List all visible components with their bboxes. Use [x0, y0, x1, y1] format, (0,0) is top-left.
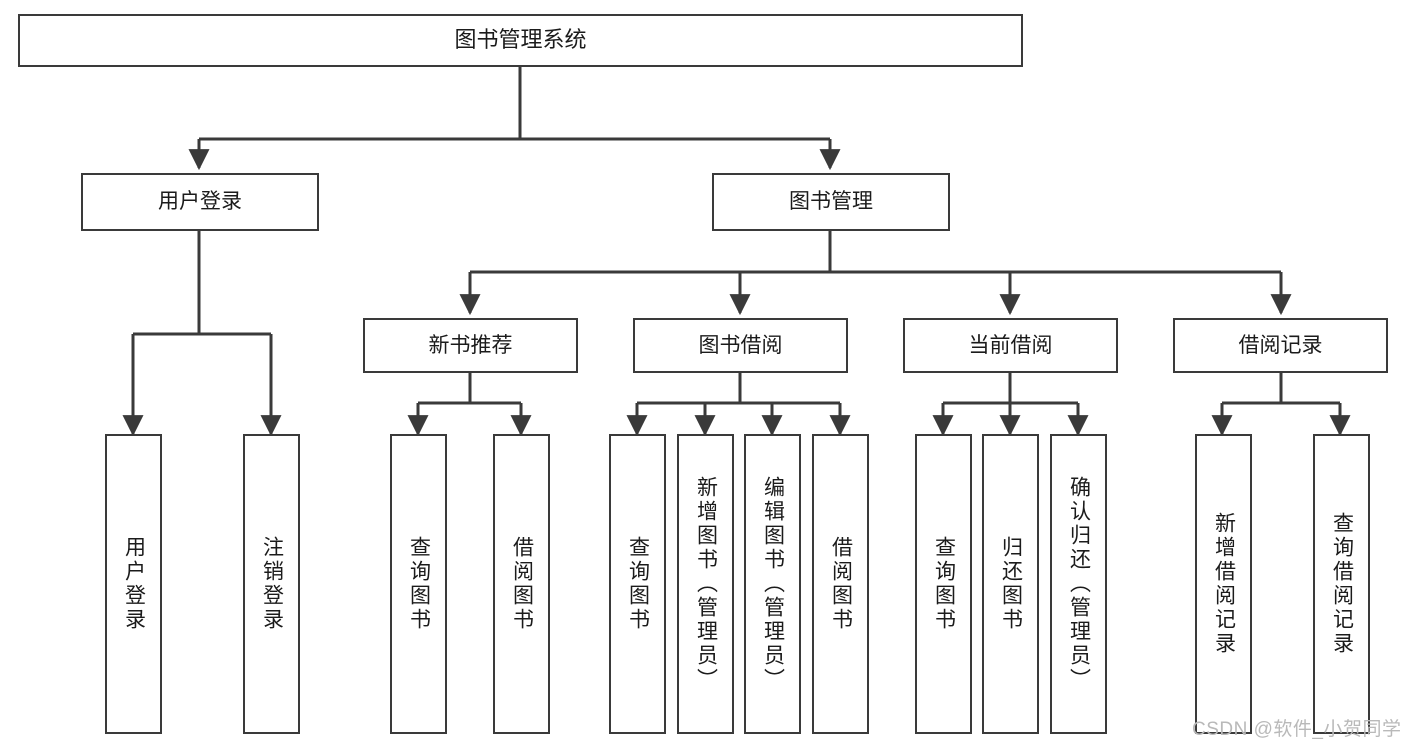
node-borrow-record-label: 借阅记录	[1238, 333, 1323, 357]
node-current-borrow[interactable]: 当前借阅	[903, 318, 1118, 373]
leaf-current-borrow-1-label: 归还图书	[999, 536, 1023, 632]
node-user-login-label: 用户登录	[158, 190, 242, 214]
leaf-borrow-record-1-label: 查询借阅记录	[1330, 512, 1354, 656]
leaf-borrow-book-2[interactable]: 编辑图书（管理员）	[744, 434, 801, 734]
leaf-user-login-0-label: 用户登录	[122, 536, 146, 632]
leaf-borrow-book-3[interactable]: 借阅图书	[812, 434, 869, 734]
leaf-user-login-0[interactable]: 用户登录	[105, 434, 162, 734]
node-book-borrow-label: 图书借阅	[698, 333, 783, 357]
leaf-current-borrow-2-label: 确认归还（管理员）	[1067, 476, 1091, 692]
leaf-current-borrow-2[interactable]: 确认归还（管理员）	[1050, 434, 1107, 734]
leaf-borrow-record-1[interactable]: 查询借阅记录	[1313, 434, 1370, 734]
leaf-borrow-book-0-label: 查询图书	[626, 536, 650, 632]
leaf-borrow-book-2-label: 编辑图书（管理员）	[761, 476, 785, 692]
node-book-management-label: 图书管理	[789, 190, 873, 214]
leaf-user-login-1[interactable]: 注销登录	[243, 434, 300, 734]
node-borrow-record[interactable]: 借阅记录	[1173, 318, 1388, 373]
node-root[interactable]: 图书管理系统	[18, 14, 1023, 67]
leaf-new-book-0[interactable]: 查询图书	[390, 434, 447, 734]
leaf-current-borrow-1[interactable]: 归还图书	[982, 434, 1039, 734]
leaf-borrow-book-3-label: 借阅图书	[829, 536, 853, 632]
node-user-login[interactable]: 用户登录	[81, 173, 319, 231]
node-book-borrow[interactable]: 图书借阅	[633, 318, 848, 373]
node-new-book-recommend[interactable]: 新书推荐	[363, 318, 578, 373]
leaf-borrow-book-1[interactable]: 新增图书（管理员）	[677, 434, 734, 734]
leaf-user-login-1-label: 注销登录	[260, 536, 284, 632]
leaf-borrow-book-1-label: 新增图书（管理员）	[694, 476, 718, 692]
leaf-current-borrow-0[interactable]: 查询图书	[915, 434, 972, 734]
node-new-book-recommend-label: 新书推荐	[428, 333, 513, 357]
node-current-borrow-label: 当前借阅	[968, 333, 1053, 357]
leaf-borrow-record-0-label: 新增借阅记录	[1212, 512, 1236, 656]
node-root-label: 图书管理系统	[454, 27, 587, 53]
leaf-borrow-record-0[interactable]: 新增借阅记录	[1195, 434, 1252, 734]
leaf-new-book-1-label: 借阅图书	[510, 536, 534, 632]
leaf-borrow-book-0[interactable]: 查询图书	[609, 434, 666, 734]
leaf-current-borrow-0-label: 查询图书	[932, 536, 956, 632]
node-book-management[interactable]: 图书管理	[712, 173, 950, 231]
leaf-new-book-0-label: 查询图书	[407, 536, 431, 632]
leaf-new-book-1[interactable]: 借阅图书	[493, 434, 550, 734]
